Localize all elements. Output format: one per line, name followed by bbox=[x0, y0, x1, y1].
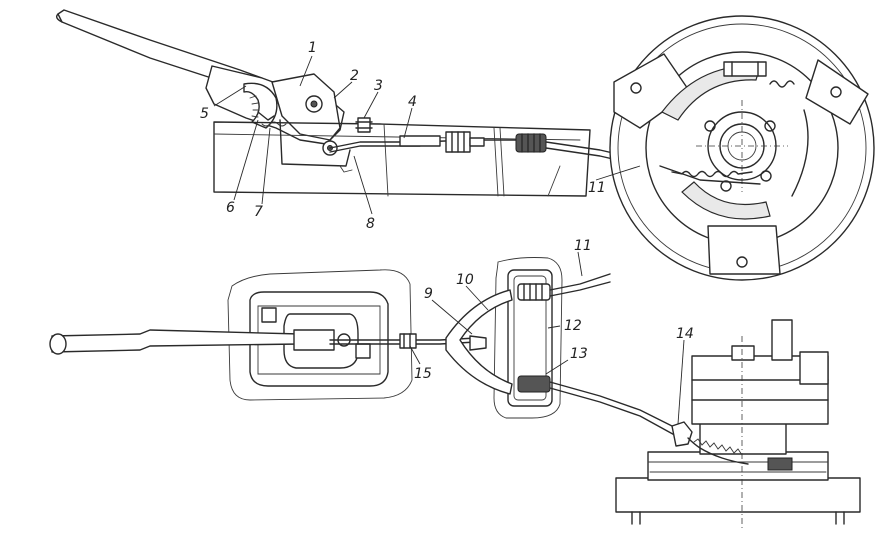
rod-adjuster bbox=[399, 135, 441, 147]
callout-15: 15 bbox=[414, 366, 432, 382]
tunnel-cutout bbox=[493, 257, 563, 419]
wheel-cylinder bbox=[723, 61, 767, 77]
callout-7: 7 bbox=[254, 204, 263, 220]
callout-labels: 1 2 3 4 5 6 7 8 9 10 11 11 12 13 14 15 bbox=[200, 40, 694, 382]
sleeve-lower bbox=[517, 375, 551, 393]
brake-shoe-lower bbox=[681, 181, 771, 220]
sleeve-upper bbox=[517, 283, 551, 301]
cable-lower bbox=[549, 381, 685, 433]
floor-cutout bbox=[227, 269, 413, 401]
drum-base bbox=[615, 477, 861, 513]
callout-2: 2 bbox=[350, 68, 359, 84]
callout-12: 12 bbox=[564, 318, 582, 334]
cable-clip bbox=[671, 421, 693, 447]
equalizer-assembly bbox=[445, 257, 685, 439]
rod-nut bbox=[399, 333, 417, 349]
callout-9: 9 bbox=[424, 286, 433, 302]
axle-side-view bbox=[615, 319, 861, 528]
base-bolts bbox=[631, 511, 845, 525]
cable-end bbox=[767, 457, 793, 471]
mounting-bracket bbox=[279, 119, 351, 167]
callout-6: 6 bbox=[226, 200, 235, 216]
front-rod-plan bbox=[329, 337, 477, 341]
lever-grip-end bbox=[49, 333, 67, 355]
bottom-lever-plan bbox=[49, 269, 477, 401]
callout-4: 4 bbox=[408, 94, 417, 110]
callout-11-top: 11 bbox=[588, 180, 606, 196]
callout-13: 13 bbox=[570, 346, 588, 362]
return-spring-lower bbox=[671, 170, 753, 178]
callout-11-bottom: 11 bbox=[574, 238, 592, 254]
equalizer-yoke bbox=[445, 289, 513, 395]
fastener-tl bbox=[261, 307, 277, 323]
floor-tunnel bbox=[213, 121, 591, 197]
hub-flange bbox=[699, 419, 787, 455]
adjust-bolt bbox=[357, 117, 371, 133]
axle-stub bbox=[771, 319, 793, 361]
return-spring-upper bbox=[769, 80, 795, 88]
mounting-lug-bottom bbox=[707, 225, 781, 275]
callout-1: 1 bbox=[308, 40, 317, 56]
cable-sleeve bbox=[515, 133, 547, 153]
cable-upper bbox=[549, 273, 611, 291]
guide-bracket bbox=[507, 269, 553, 407]
brake-drum-view bbox=[609, 15, 875, 281]
mounting-lug-right bbox=[805, 59, 869, 125]
top-lever-assembly bbox=[55, 9, 661, 197]
drum-body bbox=[647, 451, 829, 481]
callout-10: 10 bbox=[456, 272, 474, 288]
callout-14: 14 bbox=[676, 326, 694, 342]
callout-3: 3 bbox=[374, 78, 383, 94]
fastener-br bbox=[355, 343, 371, 359]
callout-leaders bbox=[213, 55, 685, 425]
callout-5: 5 bbox=[200, 106, 209, 122]
callout-8: 8 bbox=[366, 216, 375, 232]
